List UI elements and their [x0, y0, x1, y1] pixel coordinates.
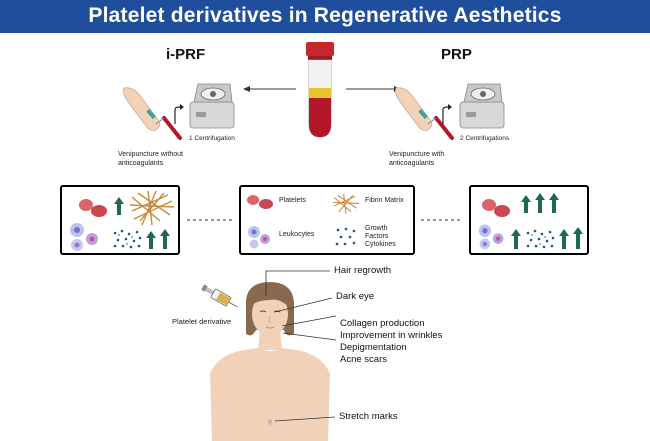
legend-fibrin-matrix: Fibrin Matrix [365, 197, 404, 204]
iprf-centrifuge-icon [189, 83, 235, 129]
iprf-caption-line1: Venipuncture without [118, 151, 183, 158]
prp-caption-line1: Venipuncture with [389, 151, 445, 158]
iprf-composition-box [60, 185, 180, 255]
application-hair: Hair regrowth [334, 265, 392, 276]
prp-centrifuge-icon [459, 83, 505, 129]
fibrin-matrix-icon [129, 190, 175, 226]
growth-arrow-icon [146, 231, 156, 249]
platelets-icon [79, 199, 107, 217]
leukocytes-icon [478, 224, 504, 250]
growth-factors-icon [335, 227, 356, 246]
legend-cytokines: Cytokines [365, 241, 396, 248]
dashed-connector-right [421, 219, 463, 221]
application-face-line3: Depigmentation [340, 342, 407, 353]
application-face-line2: Improvement in wrinkles [340, 330, 443, 341]
application-eye: Dark eye [336, 291, 375, 302]
syringe-icon [201, 284, 238, 308]
growth-arrow-icon [511, 229, 521, 249]
prp-caption-line2: anticoagulants [389, 160, 435, 167]
title-banner: Platelet derivatives in Regenerative Aes… [0, 0, 650, 33]
prp-label: PRP [441, 46, 472, 63]
growth-arrow-icon [549, 193, 559, 213]
growth-factors-icon [113, 229, 142, 249]
fibrin-matrix-icon [332, 193, 360, 215]
arrow-to-iprf [243, 86, 296, 92]
prp-arm-icon [395, 87, 454, 140]
legend-box: Platelets Fibrin Matrix Leukocytes Growt… [239, 185, 415, 255]
iprf-step: 1 Centrifugation [189, 135, 235, 142]
blood-tube-icon [306, 42, 334, 138]
leukocytes-icon [248, 226, 270, 249]
woman-figure-icon [210, 282, 330, 441]
growth-arrow-icon [559, 229, 569, 249]
application-body: Stretch marks [339, 411, 398, 422]
iprf-arm-icon [123, 87, 182, 140]
dashed-connector-left [187, 219, 235, 221]
iprf-curved-arrow-icon [174, 104, 184, 124]
platelets-icon [482, 199, 510, 217]
legend-platelets: Platelets [279, 197, 306, 204]
growth-arrow-icon [573, 227, 583, 249]
prp-step: 2 Centrifugations [460, 135, 510, 142]
legend-growth-factors-line2: Factors [365, 233, 389, 240]
growth-arrow-icon [535, 193, 545, 213]
leukocytes-icon [70, 223, 98, 251]
iprf-label: i-PRF [166, 46, 206, 63]
iprf-caption-line2: anticoagulants [118, 160, 164, 167]
legend-leukocytes: Leukocytes [279, 231, 315, 238]
application-face-line4: Acne scars [340, 354, 387, 365]
growth-arrow-icon [160, 229, 170, 249]
injection-label: Platelet derivative [172, 317, 232, 326]
growth-arrow-icon [114, 197, 124, 215]
prp-curved-arrow-icon [442, 104, 452, 124]
prp-composition-box [469, 185, 589, 255]
platelets-icon [247, 195, 273, 209]
growth-factors-icon [526, 229, 555, 249]
application-face-line1: Collagen production [340, 318, 425, 329]
growth-arrow-icon [521, 195, 531, 213]
legend-growth-factors-line1: Growth [365, 225, 388, 232]
page-title: Platelet derivatives in Regenerative Aes… [88, 4, 562, 27]
